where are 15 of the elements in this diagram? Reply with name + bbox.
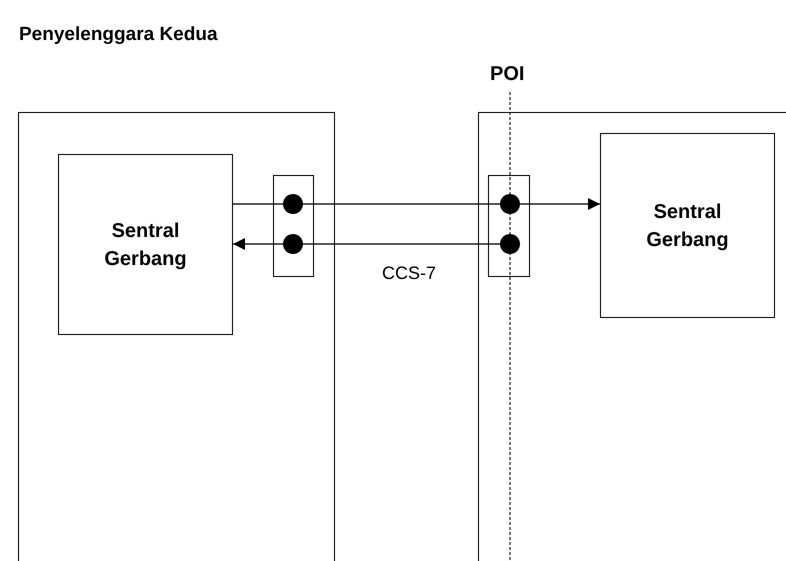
signal-line <box>303 203 500 205</box>
panel-heading: Penyelenggara Kedua <box>19 23 218 47</box>
poi-label: POI <box>490 62 524 87</box>
signal-line <box>233 203 283 205</box>
signal-line <box>303 243 500 245</box>
exchange-box <box>600 133 775 318</box>
signal-line <box>233 238 283 250</box>
operator-panel <box>478 112 786 561</box>
exchange-box <box>58 154 233 335</box>
link-label: CCS-7 <box>382 262 436 285</box>
signal-line <box>520 198 600 210</box>
connector-block <box>488 175 530 277</box>
exchange-label: Sentral Gerbang <box>645 200 730 252</box>
connector-block <box>273 175 314 277</box>
exchange-label: Sentral Gerbang <box>103 218 188 272</box>
